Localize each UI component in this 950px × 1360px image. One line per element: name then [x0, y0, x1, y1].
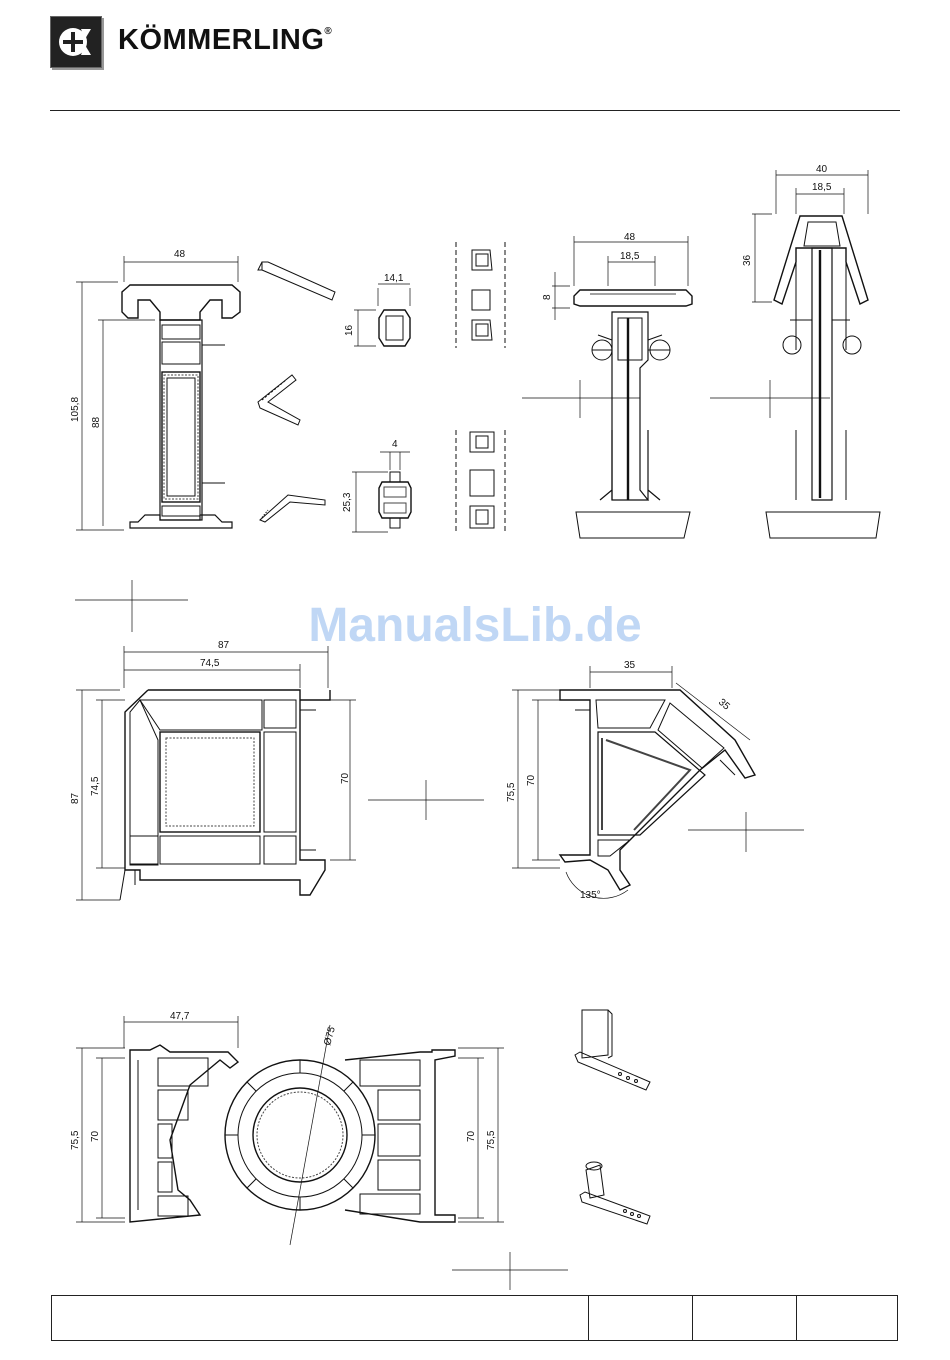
dim-48-mullion: 48 [174, 249, 186, 260]
watermark: ManualsLib.de [0, 598, 950, 653]
dim-lines-mullion [76, 256, 238, 530]
dim-36: 36 [742, 254, 753, 266]
title-block-cell [692, 1296, 693, 1340]
dim-14-1: 14,1 [384, 273, 404, 284]
dim-87-left: 87 [70, 792, 81, 804]
dim-25-3: 25,3 [342, 492, 353, 512]
title-block [51, 1295, 898, 1341]
mounting-brackets [575, 1010, 650, 1224]
dim-lines-cap-40 [752, 170, 868, 302]
dim-74-5-left: 74,5 [90, 776, 101, 796]
dim-8: 8 [542, 294, 553, 300]
dim-88: 88 [91, 416, 102, 428]
vertical-sections [456, 242, 505, 532]
dim-lines-coupling [76, 1016, 568, 1290]
clip-part-b [352, 452, 411, 532]
clip-part-a [354, 284, 410, 346]
connector-parts [258, 262, 335, 522]
title-block-cell [588, 1296, 589, 1340]
dim-16: 16 [344, 324, 355, 336]
dim-lines-cap-48 [552, 236, 688, 320]
corner-profile-135 [560, 690, 755, 890]
dim-70-right: 70 [466, 1130, 477, 1142]
dim-18-5-cap: 18,5 [620, 251, 640, 262]
mullion-profile-drawing [122, 285, 240, 528]
dim-70-left: 70 [90, 1130, 101, 1142]
dim-75-5-left: 75,5 [70, 1130, 81, 1150]
dim-4: 4 [392, 439, 398, 450]
dim-135-deg: 135° [580, 890, 601, 901]
dim-75-5-right: 75,5 [486, 1130, 497, 1150]
dim-35-top: 35 [624, 660, 636, 671]
coupling-profile-half [130, 1045, 238, 1222]
dim-lines-corner-135 [512, 666, 804, 898]
dim-74-5-top: 74,5 [200, 658, 220, 669]
dim-18-5-tall: 18,5 [812, 182, 832, 193]
dim-70-corner-135: 70 [526, 774, 537, 786]
dim-70-corner: 70 [340, 772, 351, 784]
dim-105-8: 105,8 [70, 397, 81, 422]
dim-47-7: 47,7 [170, 1011, 190, 1022]
dim-75-diameter: Ø75 [322, 1025, 338, 1047]
cap-profile-40 [710, 216, 880, 538]
coupling-profile-round [225, 1025, 455, 1245]
title-block-cell [796, 1296, 797, 1340]
dim-lines-corner-90 [76, 646, 484, 900]
dim-75-5-corner: 75,5 [506, 782, 517, 802]
dim-35-diag: 35 [716, 697, 732, 713]
corner-profile-90 [120, 690, 330, 900]
dim-48-cap: 48 [624, 232, 636, 243]
dim-40: 40 [816, 164, 828, 175]
dimension-labels: 48 105,8 88 14,1 16 4 25,3 48 18,5 8 40 … [70, 164, 832, 1150]
cap-profile-48 [522, 290, 692, 538]
